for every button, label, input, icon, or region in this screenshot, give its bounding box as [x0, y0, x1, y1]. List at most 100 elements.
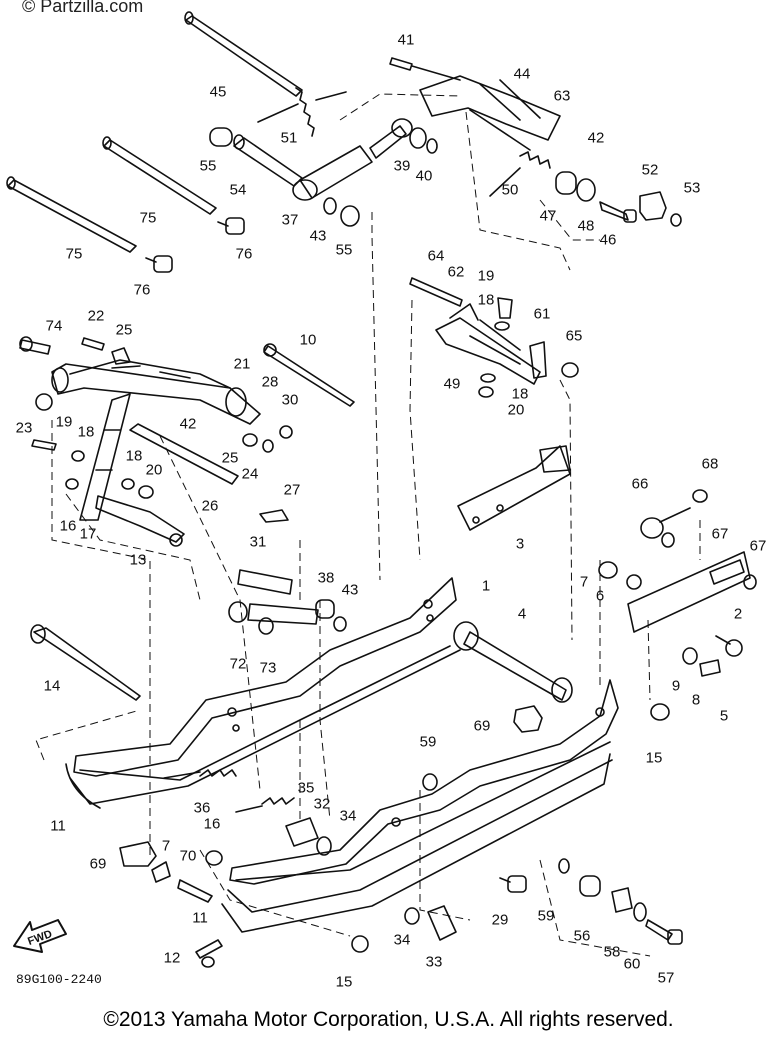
collar-part-40 [426, 138, 438, 154]
bolt-part-46 [599, 201, 637, 223]
callout-42-arm: 42 [179, 415, 197, 433]
callout-20-arm: 20 [145, 461, 163, 479]
callout-18-mid: 18 [477, 291, 495, 309]
callout-69-left: 69 [89, 855, 107, 873]
callout-52: 52 [641, 161, 659, 179]
callout-73: 73 [259, 659, 277, 677]
cap-part-25-top [111, 347, 131, 365]
callout-59-upper: 59 [419, 733, 437, 751]
callout-18-left: 18 [77, 423, 95, 441]
callout-63: 63 [553, 87, 571, 105]
callout-7-right: 7 [579, 573, 589, 591]
collar-part-34-mid [316, 836, 332, 856]
callout-69-right: 69 [473, 717, 491, 735]
bumper-part-69-right [513, 705, 543, 733]
callout-20-mid: 20 [507, 401, 525, 419]
rod-part-14 [30, 624, 141, 701]
callout-18-arm: 18 [125, 447, 143, 465]
bolt-part-8 [699, 659, 721, 677]
washer-part-7-left [151, 861, 171, 883]
washer-part-67-a [661, 532, 675, 548]
callout-17: 17 [79, 525, 97, 543]
callout-5: 5 [719, 707, 729, 725]
washer-part-67-b [743, 574, 757, 590]
spring-part-35 [235, 797, 295, 813]
bolt-part-29 [499, 875, 527, 893]
bolt-part-27 [259, 509, 289, 523]
axle-part-4 [453, 621, 573, 703]
callout-11-lower: 11 [192, 909, 208, 927]
callout-76-b: 76 [133, 281, 151, 299]
callout-40: 40 [415, 167, 433, 185]
callout-43-upper: 43 [309, 227, 327, 245]
collar-part-43-upper [323, 197, 337, 215]
washer-part-59-lower [558, 858, 570, 874]
bolt-part-10 [263, 343, 355, 407]
callout-3: 3 [515, 535, 525, 553]
cap-part-25-right [242, 433, 258, 447]
bolt-part-41 [389, 57, 461, 81]
bolt-part-19-left [31, 439, 57, 451]
nut-part-20-arm [138, 485, 154, 499]
callout-58: 58 [603, 943, 621, 961]
bracket-part-44 [419, 75, 561, 151]
shaft-part-pivot [247, 603, 319, 625]
callout-47: 47 [539, 207, 557, 225]
washer-part-16-left [65, 478, 79, 490]
spring-part-50 [489, 151, 551, 197]
callout-8: 8 [691, 691, 701, 709]
washer-part-16-mid [205, 850, 223, 866]
bumper-part-13 [95, 495, 185, 547]
callout-4: 4 [517, 605, 527, 623]
callout-16-mid: 16 [203, 815, 221, 833]
callout-32: 32 [313, 795, 331, 813]
callout-75-lower: 75 [65, 245, 83, 263]
callout-15-lower: 15 [335, 973, 353, 991]
callout-55-lower: 55 [335, 241, 353, 259]
washer-part-20-mid [478, 386, 494, 398]
nut-part-53 [670, 213, 682, 227]
washer-part-30 [279, 425, 293, 439]
shaft-part-26 [129, 423, 239, 485]
arm-part-49 [435, 303, 541, 385]
callout-16-left: 16 [59, 517, 77, 535]
bolt-part-76-a [217, 217, 245, 235]
cap-part-65 [561, 362, 579, 378]
front-arm-part-21 [51, 359, 261, 425]
bolt-part-74 [19, 336, 51, 355]
callout-67-b: 67 [749, 537, 767, 555]
pin-part-19-mid [497, 297, 513, 319]
callout-68: 68 [701, 455, 719, 473]
callout-62: 62 [447, 263, 465, 281]
drawing-code: 89G100-2240 [16, 972, 102, 987]
collar-part-38 [315, 599, 335, 619]
washer-part-68 [692, 489, 708, 503]
collar-part-58 [611, 887, 633, 913]
callout-37: 37 [281, 211, 299, 229]
callout-33: 33 [425, 953, 443, 971]
collar-part-31 [237, 569, 293, 595]
washer-part-18-lower [480, 373, 496, 383]
callout-65: 65 [565, 327, 583, 345]
washer-part-9 [682, 647, 698, 665]
partzilla-watermark: © Partzilla.com [22, 0, 144, 16]
washer-part-60 [633, 902, 647, 922]
washer-part-6-right [626, 574, 642, 590]
callout-19-left: 19 [55, 413, 73, 431]
callout-19-mid: 19 [477, 267, 495, 285]
callout-13: 13 [129, 551, 147, 569]
callout-24: 24 [241, 465, 259, 483]
plate-part-2 [627, 551, 751, 633]
callout-48: 48 [577, 217, 595, 235]
collar-part-33 [427, 905, 457, 941]
callout-14: 14 [43, 677, 61, 695]
callout-43-mid: 43 [341, 581, 359, 599]
washer-part-18-arm [121, 478, 135, 490]
callout-54: 54 [229, 181, 247, 199]
shaft-part-75-upper [102, 136, 217, 215]
washer-part-18-left [71, 450, 85, 462]
bolt-part-64 [409, 277, 463, 307]
slide-rail-part-1-lower [221, 679, 619, 933]
callout-25-top: 25 [115, 321, 133, 339]
